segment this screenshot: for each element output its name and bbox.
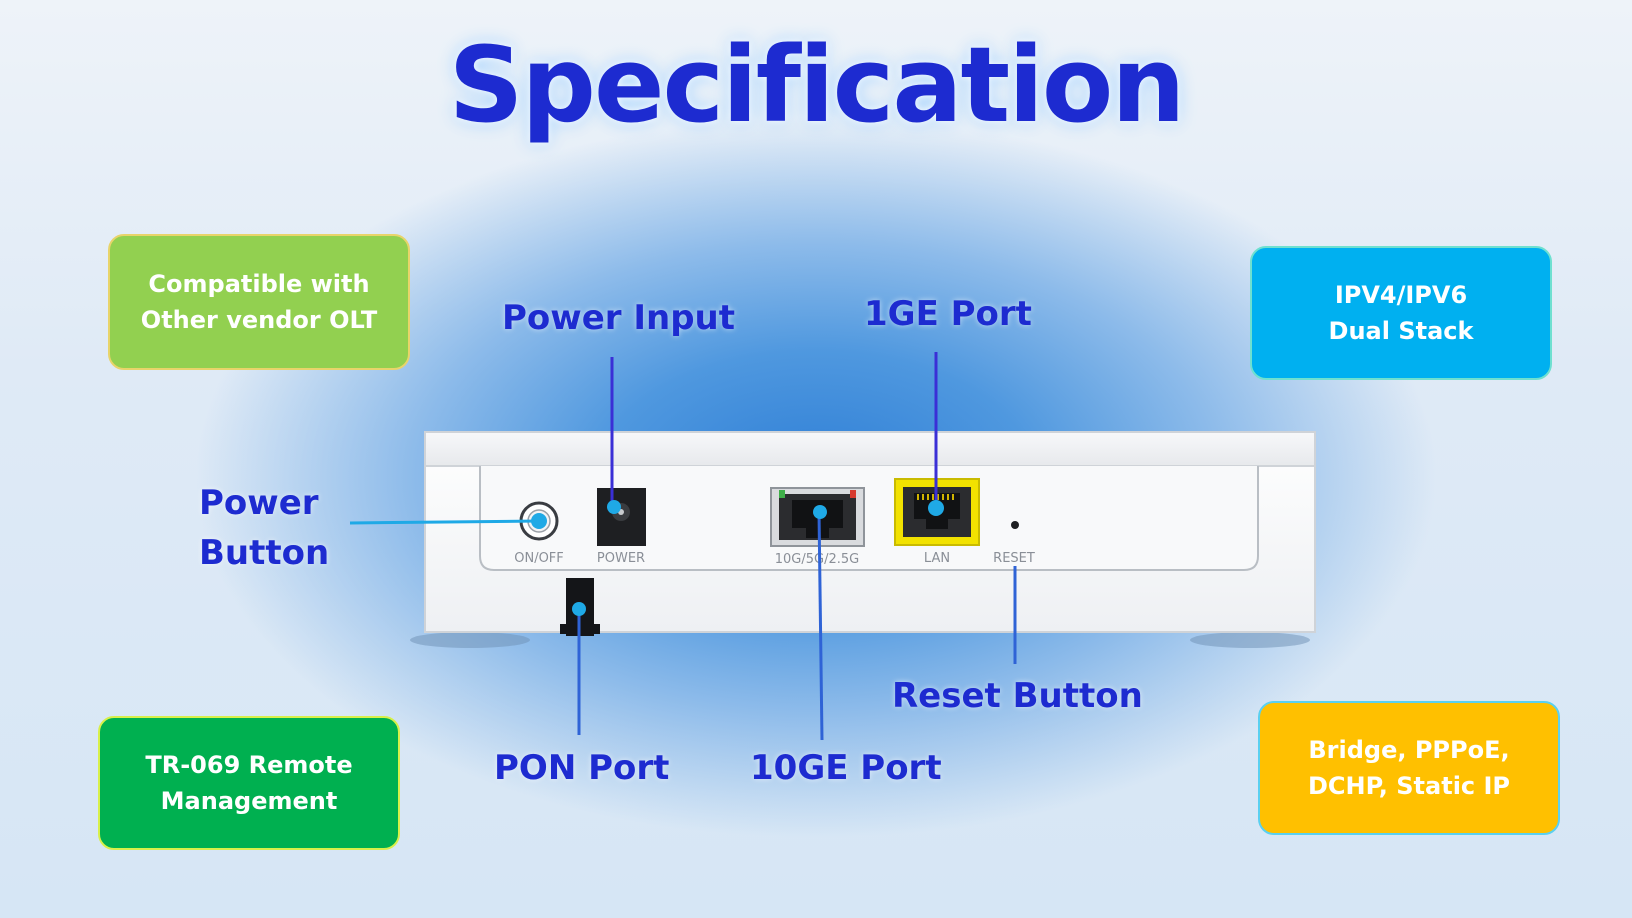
leader-dot-10ge	[813, 505, 827, 519]
callout-10ge-port: 10GE Port	[750, 748, 942, 788]
reset-hole	[1011, 521, 1019, 529]
callout-power-button-line2: Button	[199, 533, 330, 573]
leader-dot-power-button	[531, 513, 547, 529]
port-label-10g: 10G/5G/2.5G	[775, 552, 859, 567]
feature-olt-line2: Other vendor OLT	[140, 306, 378, 334]
port-label-onoff: ON/OFF	[514, 551, 564, 566]
feature-tr069-line2: Management	[160, 787, 338, 815]
callout-1ge-port: 1GE Port	[864, 294, 1032, 334]
leader-dot-1ge	[928, 500, 944, 516]
port-panel	[479, 466, 1259, 571]
leader-power-button	[349, 519, 540, 525]
callout-pon-port: PON Port	[494, 748, 670, 788]
callout-power-button-line1: Power	[199, 483, 319, 523]
feature-olt-line1: Compatible with	[148, 270, 370, 298]
feature-box-tr069: TR-069 Remote Management	[98, 716, 400, 850]
feature-ipv-line1: IPV4/IPV6	[1334, 281, 1468, 309]
callout-power-input: Power Input	[502, 298, 736, 338]
feature-modes-line1: Bridge, PPPoE,	[1308, 736, 1510, 764]
feature-box-olt-compatible: Compatible with Other vendor OLT	[108, 234, 410, 370]
port-label-lan: LAN	[924, 551, 950, 566]
device-top-edge	[424, 431, 1316, 467]
leader-dot-pon	[572, 602, 586, 616]
feature-box-ipv-dual-stack: IPV4/IPV6 Dual Stack	[1250, 246, 1552, 380]
feature-box-modes: Bridge, PPPoE, DCHP, Static IP	[1258, 701, 1560, 835]
feature-modes-line2: DCHP, Static IP	[1307, 772, 1511, 800]
leader-dot-power-input	[607, 500, 621, 514]
port-label-reset: RESET	[993, 551, 1035, 566]
leader-10ge	[817, 511, 824, 741]
port-label-power: POWER	[597, 551, 645, 566]
page-title: Specification	[448, 24, 1186, 146]
feature-ipv-line2: Dual Stack	[1328, 317, 1474, 345]
callout-reset-button: Reset Button	[892, 676, 1143, 716]
feature-tr069-line1: TR-069 Remote	[145, 751, 353, 779]
callout-power-button: Power Button	[199, 478, 329, 578]
